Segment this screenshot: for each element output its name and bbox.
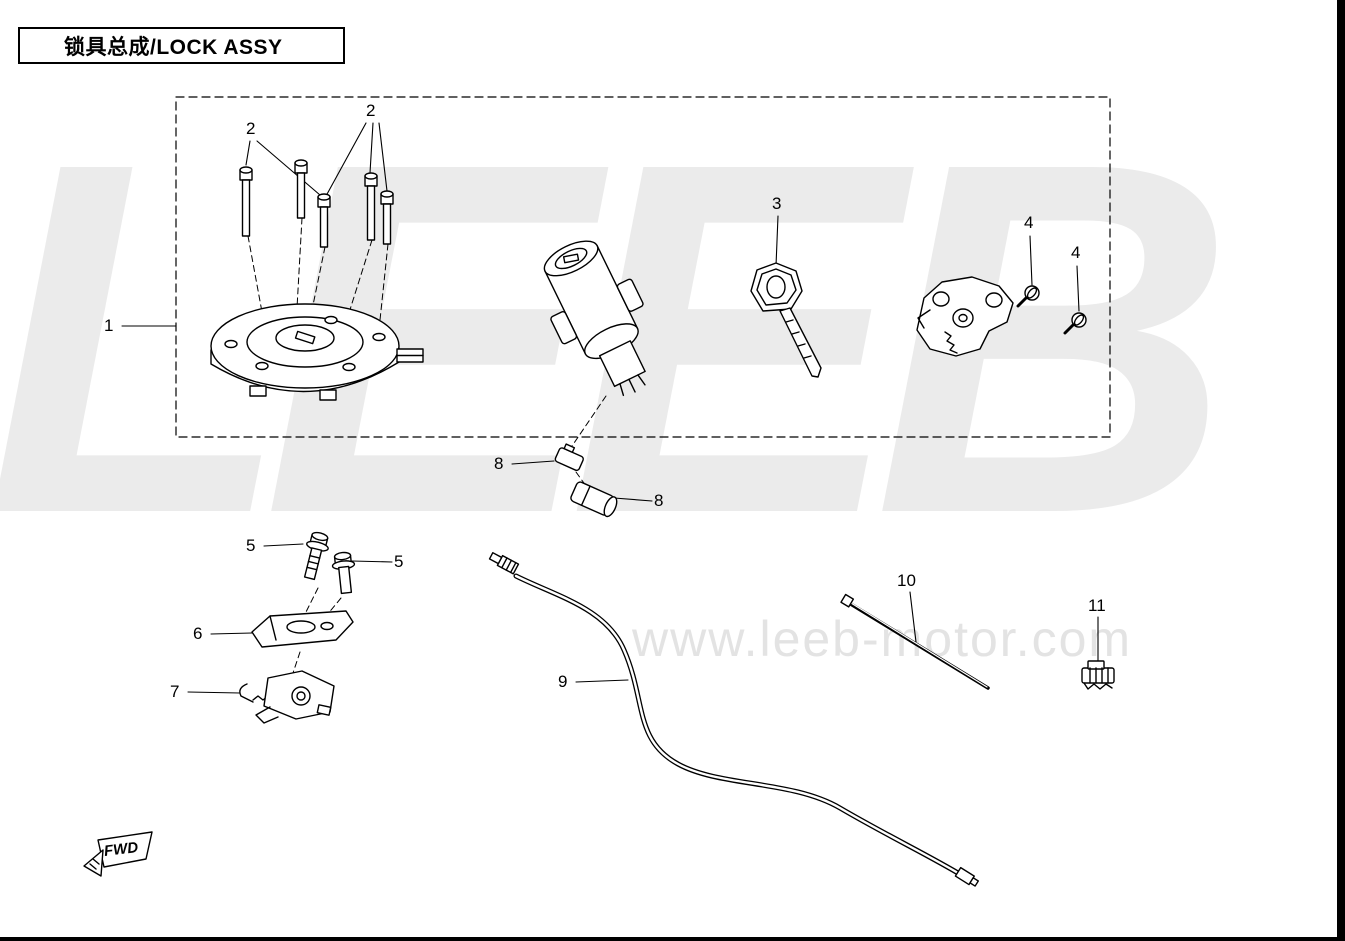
part-10-tie (840, 593, 990, 690)
part-1-lock-flange (210, 303, 424, 401)
watermark-url: www.leeb-motor.com (632, 611, 1133, 667)
part-3-key (750, 262, 822, 378)
callout-part-5b: 5 (394, 552, 404, 571)
callout-part-11: 11 (1088, 596, 1106, 615)
part-4-screws (1016, 285, 1087, 335)
part-8-terminal-upper (554, 443, 584, 472)
part-11-clip (1081, 660, 1115, 690)
callout-part-8b: 8 (654, 491, 664, 510)
callout-part-4b: 4 (1071, 243, 1081, 262)
callout-part-2b: 2 (366, 101, 376, 120)
ignition-switch-body (543, 240, 646, 397)
part-2-bolts (239, 159, 394, 248)
part-6-plate (251, 610, 354, 648)
part-5-bolts (303, 531, 356, 595)
part-4-bracket (916, 276, 1014, 357)
fwd-arrow (83, 831, 153, 877)
part-9-cable (488, 552, 979, 887)
leader-lines (121, 122, 1099, 694)
callout-part-8a: 8 (494, 454, 504, 473)
callout-part-10: 10 (897, 571, 916, 590)
callout-part-9: 9 (558, 672, 568, 691)
page-title: 锁具总成/LOCK ASSY (18, 27, 345, 64)
callout-part-3: 3 (772, 194, 782, 213)
scan-edge-right (1337, 0, 1345, 941)
callout-part-4a: 4 (1024, 213, 1034, 232)
scan-edge-bottom (0, 937, 1345, 941)
callout-part-2a: 2 (246, 119, 256, 138)
part-7-latch (239, 670, 335, 724)
callout-part-1: 1 (104, 316, 114, 335)
part-8-terminal-lower (570, 481, 618, 518)
callout-part-5a: 5 (246, 536, 256, 555)
callout-part-7: 7 (170, 682, 180, 701)
callout-part-6: 6 (193, 624, 203, 643)
